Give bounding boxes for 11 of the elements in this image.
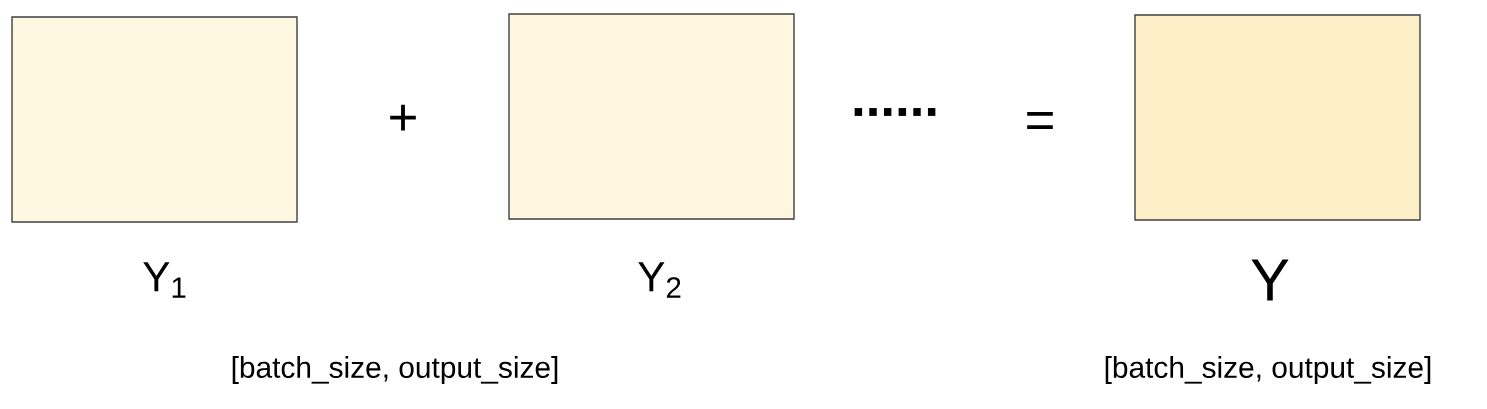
matrix-label: Y [1251, 259, 1289, 301]
label-plus-sign: + [390, 104, 416, 131]
equals-sign: = [1027, 112, 1053, 130]
matrix-box [508, 13, 795, 220]
matrix-box [1134, 14, 1421, 221]
matrix-label: Y$_{1}$ [143, 262, 186, 298]
matrix-box [11, 16, 298, 223]
ellipsis: ...... [854, 108, 936, 116]
shape-label: [batch_size, output_size] [232, 356, 558, 384]
matrix-label: Y$_{2}$ [638, 262, 681, 298]
shape-label: [batch_size, output_size] [1105, 356, 1431, 384]
